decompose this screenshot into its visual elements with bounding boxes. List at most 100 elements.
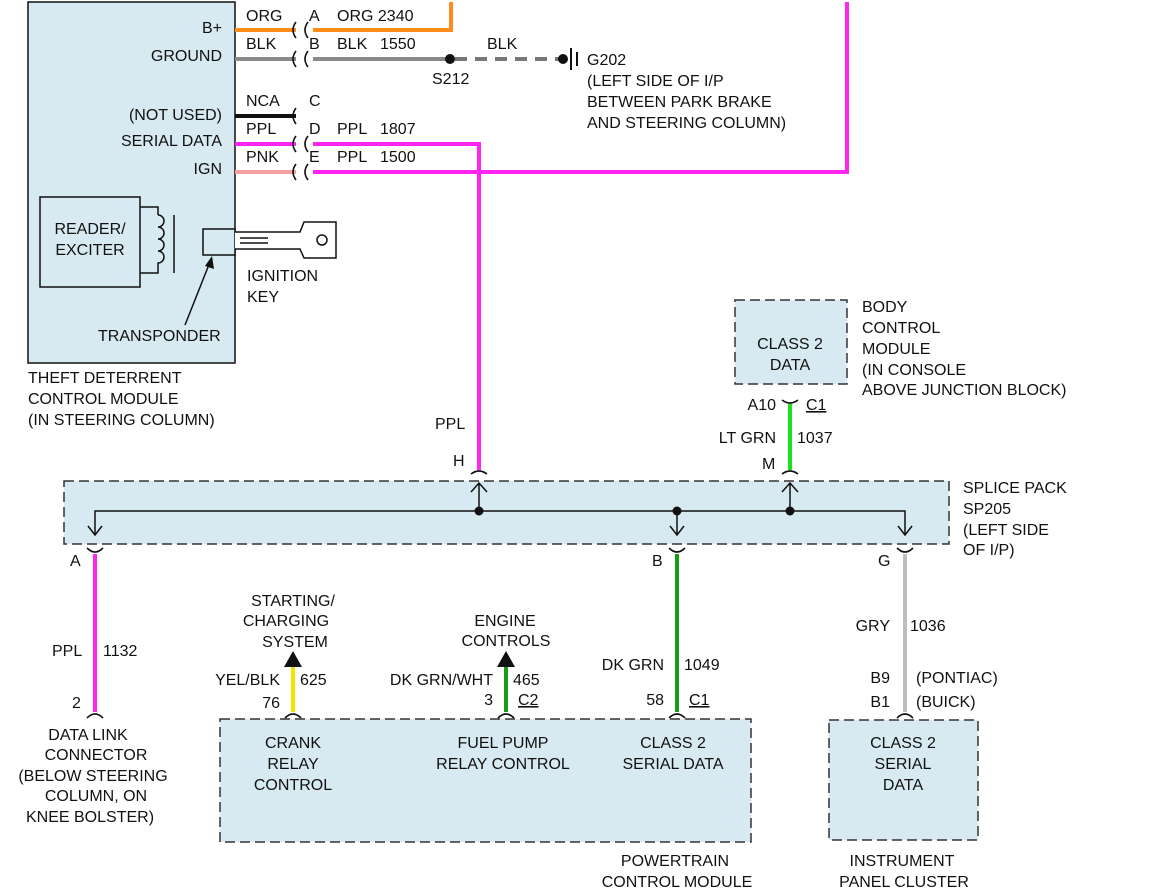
bcm-connector: C1 — [806, 397, 827, 414]
pcm-serial-wire-color: DK GRN — [602, 657, 664, 674]
ipc-pin-pontiac-note: (PONTIAC) — [916, 670, 998, 687]
ground-location-1: (LEFT SIDE OF I/P — [587, 73, 724, 90]
body-control-module: CLASS 2 DATA — [734, 299, 848, 385]
ipc-wire-color: GRY — [856, 618, 891, 635]
ipc-pin-buick-note: (BUICK) — [916, 694, 976, 711]
splice-h-wire-color: PPL — [435, 416, 465, 433]
splice-pack-name-2: SP205 — [963, 501, 1011, 518]
ipc-box — [828, 719, 979, 841]
connector-a-icon — [292, 21, 309, 39]
bcm-wire-color: LT GRN — [719, 430, 776, 447]
pcm-fuel-wire-color: DK GRN/WHT — [390, 672, 493, 689]
starting-arrow-icon — [284, 651, 302, 667]
pcm-fuel-pin: 3 — [484, 692, 493, 709]
bcm-pin: A10 — [748, 397, 777, 414]
ground-location-3: AND STEERING COLUMN) — [587, 115, 786, 132]
dlc-connector-icon — [86, 713, 104, 719]
dlc-name-4: COLUMN, ON — [45, 788, 147, 805]
bcm-name-5: ABOVE JUNCTION BLOCK) — [862, 382, 1066, 399]
engine-arrow-icon — [497, 651, 515, 667]
wire-org-letter: A — [309, 8, 320, 25]
ipc-label-3: DATA — [883, 777, 924, 794]
dlc-name-5: KNEE BOLSTER) — [26, 809, 154, 826]
wire-org-label: ORG 2340 — [337, 8, 414, 25]
pcm-serial-label-1: CLASS 2 — [640, 735, 706, 752]
dlc-name-1: DATA LINK — [48, 727, 128, 744]
splice-node-b — [672, 506, 682, 516]
splice-bus-line — [94, 510, 906, 534]
pcm-fuel-connector: C2 — [518, 692, 539, 709]
ground-g202-dot — [558, 54, 568, 64]
bcm-data-2: DATA — [770, 357, 811, 374]
bcm-name-1: BODY — [862, 299, 908, 316]
transponder-icon — [202, 228, 236, 256]
instrument-panel-cluster: CLASS 2 SERIAL DATA — [828, 719, 979, 841]
connector-e-icon — [292, 163, 309, 181]
wire-blk-letter: B — [309, 36, 320, 53]
splice-g-connector-icon — [896, 547, 914, 553]
wire-pnk-color: PNK — [246, 149, 279, 166]
ground-g202-label: G202 — [587, 52, 626, 69]
pcm-serial-pin: 58 — [646, 692, 664, 709]
wire-ppl-1500 — [313, 2, 849, 174]
powertrain-control-module: CRANK RELAY CONTROL FUEL PUMP RELAY CONT… — [219, 718, 752, 843]
pcm-crank-wire-color: YEL/BLK — [215, 672, 280, 689]
ground-location-2: BETWEEN PARK BRAKE — [587, 94, 772, 111]
pcm-crank-pin: 76 — [262, 695, 280, 712]
ipc-pin-pontiac: B9 — [870, 670, 890, 687]
pcm-serial-connector: C1 — [689, 692, 710, 709]
wire-ign-label-color: PPL — [337, 149, 367, 166]
pcm-crank-connector-icon — [284, 713, 302, 719]
pcm-crank-circuit: 625 — [300, 672, 327, 689]
splice-b-connector-icon — [668, 547, 686, 553]
ipc-label-1: CLASS 2 — [870, 735, 936, 752]
wire-nca-color: NCA — [246, 93, 280, 110]
splice-pack-name-3: (LEFT SIDE — [963, 522, 1049, 539]
pcm-serial-circuit: 1049 — [684, 657, 720, 674]
pcm-name-2: CONTROL MODULE — [602, 874, 753, 891]
wire-blk-color: BLK — [246, 36, 277, 53]
transponder-arrow — [184, 261, 211, 326]
pcm-box — [219, 718, 752, 843]
splice-g-letter: G — [878, 553, 890, 570]
tdm-title-1: THEFT DETERRENT — [28, 370, 182, 387]
connector-c-icon — [292, 107, 297, 125]
tdm-pin-bplus: B+ — [202, 20, 222, 37]
theft-deterrent-module: B+ GROUND (NOT USED) SERIAL DATA IGN REA… — [27, 1, 236, 364]
ipc-label-2: SERIAL — [875, 756, 932, 773]
pcm-fuel-circuit: 465 — [513, 672, 540, 689]
pcm-serial-connector-icon — [668, 713, 686, 719]
dlc-name-3: (BELOW STEERING — [18, 768, 167, 785]
starting-label-1: STARTING/ — [251, 593, 335, 610]
ipc-pin-buick: B1 — [870, 694, 890, 711]
splice-b-letter: B — [652, 553, 663, 570]
wire-blk-label-color: BLK — [337, 36, 368, 53]
bcm-box — [734, 299, 848, 385]
tdm-pin-not-used: (NOT USED) — [129, 107, 222, 124]
wire-ppl-letter: D — [309, 121, 321, 138]
pcm-crank-label-3: CONTROL — [254, 777, 332, 794]
dlc-wire-color: PPL — [52, 643, 82, 660]
pcm-fuel-label-2: RELAY CONTROL — [436, 756, 570, 773]
engine-label-1: ENGINE — [474, 613, 535, 630]
tdm-title-2: CONTROL MODULE — [28, 391, 179, 408]
splice-pack-name-4: OF I/P) — [963, 542, 1015, 559]
reader-exciter-label-2: EXCITER — [55, 242, 124, 259]
tdm-pin-ign: IGN — [194, 161, 222, 178]
tdm-pin-ground: GROUND — [151, 48, 222, 65]
coil-lead-top — [140, 206, 159, 215]
splice-m-connector-icon — [781, 470, 799, 475]
splice-s212-label: S212 — [432, 71, 469, 88]
ipc-name-2: PANEL CLUSTER — [839, 874, 969, 891]
reader-exciter-label-1: READER/ — [54, 221, 126, 238]
dlc-name-2: CONNECTOR — [45, 747, 148, 764]
reader-exciter-box — [39, 196, 141, 288]
pcm-fuel-label-1: FUEL PUMP — [458, 735, 549, 752]
starting-label-2: CHARGING — [243, 613, 329, 630]
ignition-key-label-2: KEY — [247, 289, 279, 306]
splice-node-h — [474, 506, 484, 516]
wire-nca-letter: C — [309, 93, 321, 110]
splice-a-arrow-icon — [87, 525, 103, 537]
splice-m-letter: M — [762, 456, 775, 473]
